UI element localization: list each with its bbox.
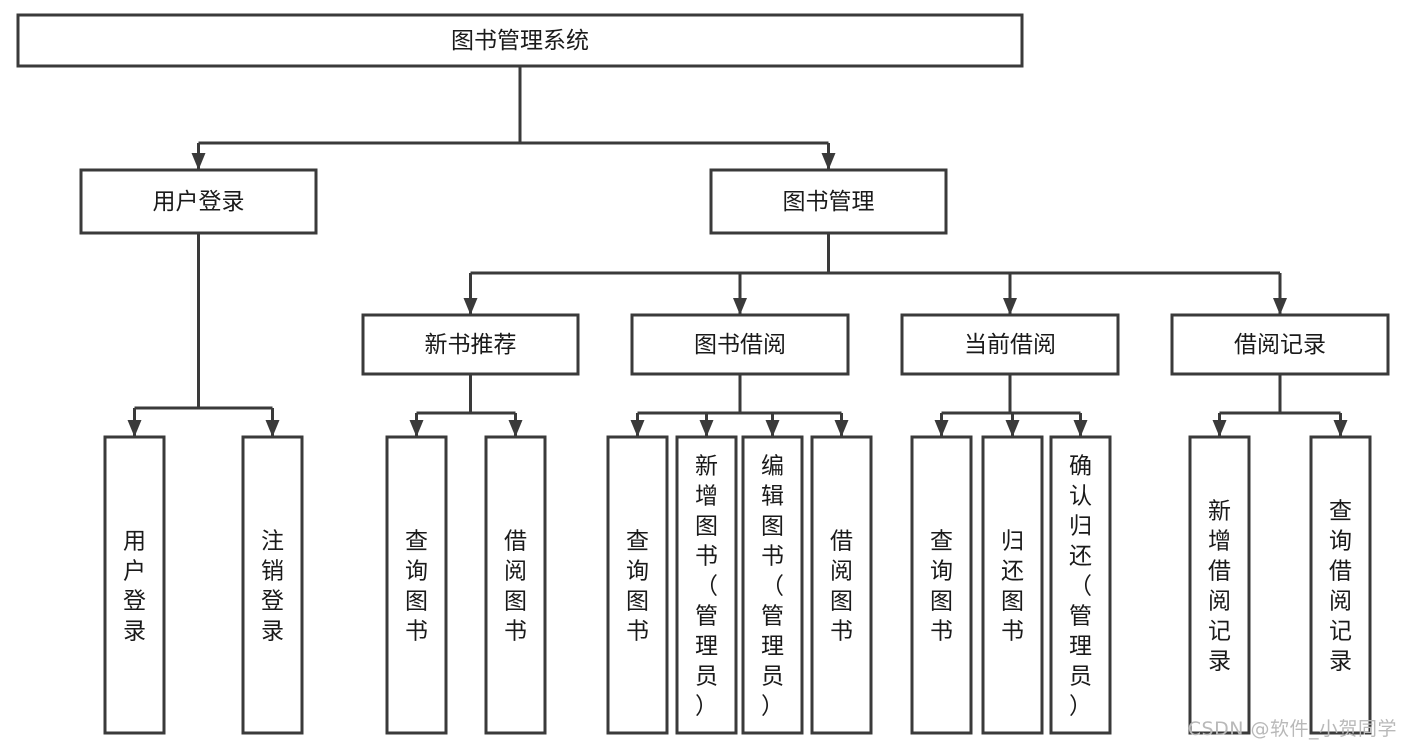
leaf-node[interactable]: 查询图书 (910, 435, 973, 735)
level3-box[interactable] (630, 313, 850, 376)
level2-node[interactable]: 图书管理 (709, 168, 948, 235)
leaf-box[interactable] (741, 435, 804, 735)
level3-box[interactable] (900, 313, 1120, 376)
arrow-head-icon (1003, 298, 1017, 315)
arrow-head-icon (765, 420, 780, 437)
arrow-head-icon (127, 420, 142, 437)
level2-box[interactable] (79, 168, 318, 235)
leaf-node[interactable]: 查询图书 (606, 435, 669, 735)
csdn-watermark: CSDN @软件_小贺同学 (1187, 718, 1397, 740)
level2-label: 用户登录 (153, 189, 245, 215)
level3-label: 当前借阅 (964, 332, 1056, 358)
level2-label: 图书管理 (783, 189, 875, 215)
leaf-node[interactable]: 编辑图书（管理员） (741, 435, 804, 735)
leaf-label: 新增图书（管理员） (695, 453, 718, 719)
level2-node[interactable]: 用户登录 (79, 168, 318, 235)
arrow-head-icon (834, 420, 849, 437)
level3-node[interactable]: 当前借阅 (900, 313, 1120, 376)
leaf-box[interactable] (810, 435, 873, 735)
leaf-node[interactable]: 新增借阅记录 (1188, 435, 1251, 735)
level3-node[interactable]: 新书推荐 (361, 313, 580, 376)
leaf-node[interactable]: 确认归还（管理员） (1049, 435, 1112, 735)
leaf-box[interactable] (484, 435, 547, 735)
leaf-box[interactable] (1049, 435, 1112, 735)
arrow-head-icon (733, 298, 747, 315)
leaf-label: 编辑图书（管理员） (761, 453, 784, 719)
leaf-node[interactable]: 借阅图书 (810, 435, 873, 735)
leaf-box[interactable] (910, 435, 973, 735)
arrow-head-icon (191, 153, 206, 170)
arrow-head-icon (265, 420, 280, 437)
nodes-layer: 图书管理系统用户登录图书管理新书推荐图书借阅当前借阅借阅记录用户登录注销登录查询… (16, 13, 1390, 735)
leaf-label: 查询借阅记录 (1329, 498, 1352, 674)
leaf-box[interactable] (675, 435, 738, 735)
leaf-node[interactable]: 注销登录 (241, 435, 304, 735)
leaf-box[interactable] (1309, 435, 1372, 735)
leaf-box[interactable] (241, 435, 304, 735)
arrow-head-icon (699, 420, 714, 437)
leaf-label: 借阅图书 (504, 528, 527, 644)
arrow-head-icon (409, 420, 424, 437)
leaf-label: 注销登录 (261, 528, 284, 644)
leaf-label: 借阅图书 (830, 528, 853, 644)
leaf-label: 新增借阅记录 (1208, 498, 1231, 674)
level2-box[interactable] (709, 168, 948, 235)
leaf-label: 查询图书 (626, 528, 649, 644)
leaf-box[interactable] (385, 435, 448, 735)
root-box[interactable] (16, 13, 1024, 68)
arrow-head-icon (463, 298, 478, 315)
leaf-box[interactable] (606, 435, 669, 735)
leaf-label: 归还图书 (1001, 528, 1024, 644)
arrow-head-icon (821, 153, 836, 170)
arrow-head-icon (1273, 298, 1287, 315)
leaf-node[interactable]: 查询借阅记录 (1309, 435, 1372, 735)
root-label: 图书管理系统 (451, 28, 589, 54)
leaf-label: 确认归还（管理员） (1069, 453, 1092, 719)
level3-label: 图书借阅 (694, 332, 786, 358)
arrow-head-icon (1212, 420, 1227, 437)
level3-label: 借阅记录 (1234, 332, 1326, 358)
leaf-box[interactable] (103, 435, 166, 735)
level3-label: 新书推荐 (425, 332, 517, 358)
connector-edges-layer (127, 66, 1348, 437)
arrow-head-icon (1073, 420, 1088, 437)
arrow-head-icon (934, 420, 949, 437)
level3-box[interactable] (1170, 313, 1390, 376)
arrow-head-icon (508, 420, 523, 437)
root-node[interactable]: 图书管理系统 (16, 13, 1024, 68)
arrow-head-icon (1333, 420, 1348, 437)
leaf-node[interactable]: 查询图书 (385, 435, 448, 735)
level3-box[interactable] (361, 313, 580, 376)
level3-node[interactable]: 图书借阅 (630, 313, 850, 376)
leaf-box[interactable] (1188, 435, 1251, 735)
leaf-box[interactable] (981, 435, 1044, 735)
level3-node[interactable]: 借阅记录 (1170, 313, 1390, 376)
leaf-label: 用户登录 (123, 528, 146, 644)
arrow-head-icon (630, 420, 645, 437)
arrow-head-icon (1005, 420, 1020, 437)
leaf-label: 查询图书 (930, 528, 953, 644)
leaf-node[interactable]: 新增图书（管理员） (675, 435, 738, 735)
leaf-node[interactable]: 归还图书 (981, 435, 1044, 735)
leaf-node[interactable]: 借阅图书 (484, 435, 547, 735)
leaf-label: 查询图书 (405, 528, 428, 644)
leaf-node[interactable]: 用户登录 (103, 435, 166, 735)
